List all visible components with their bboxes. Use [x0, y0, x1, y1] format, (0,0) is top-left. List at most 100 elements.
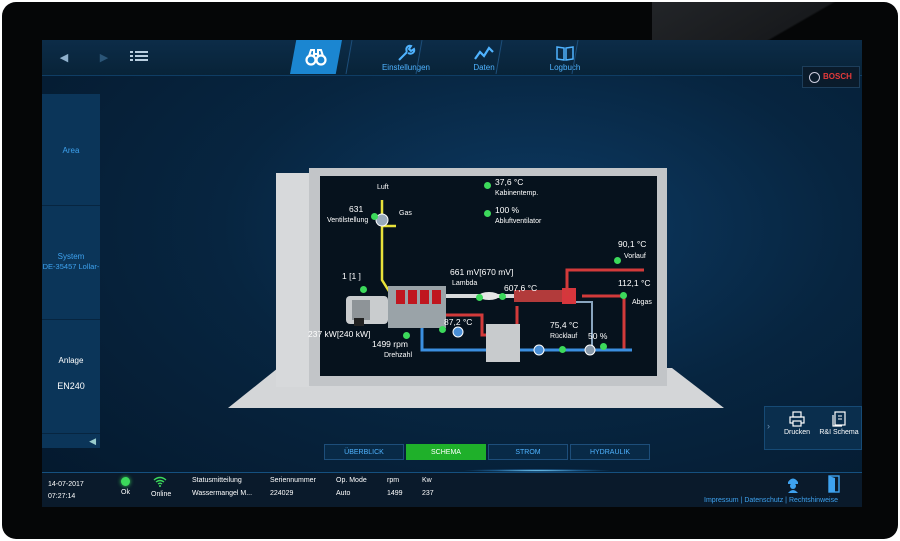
sidebar-item-system[interactable]: System DE-35457 Lollar- — [42, 206, 100, 320]
lambda-status-dot — [476, 294, 483, 301]
col-kw-header: Kw — [422, 477, 432, 484]
ventil-value: 631 — [349, 204, 364, 214]
lambda-label: Lambda — [452, 280, 478, 287]
print-label: Drucken — [783, 429, 811, 436]
wifi-icon — [153, 476, 167, 487]
back-arrow-icon[interactable]: ◀ — [59, 52, 69, 64]
brand-name: BOSCH — [823, 72, 852, 81]
left-sidebar: Area System DE-35457 Lollar- Anlage EN24… — [42, 94, 100, 448]
ruecklauf-status-dot — [559, 346, 566, 353]
status-message-value: Wassermangel M... — [192, 490, 253, 497]
exhaust-heat-exchanger — [514, 290, 574, 302]
wrench-icon — [398, 44, 416, 61]
binoculars-icon — [305, 49, 327, 66]
time-text: 07:27:14 — [48, 493, 76, 500]
col-serial-header: Seriennummer — [270, 477, 316, 484]
serial-value: 224029 — [270, 490, 294, 497]
date-text: 14-07-2017 — [48, 481, 84, 488]
tab-dividers — [345, 40, 579, 75]
top-bar: ◀ ▶ Einstellungen Daten Logbuch — [42, 40, 862, 76]
valve-status-dot — [600, 343, 607, 350]
tab-schema[interactable]: SCHEMA — [406, 444, 486, 460]
plant-drawing — [228, 168, 724, 408]
sidebar-collapse-button[interactable]: ◀ — [42, 434, 100, 448]
kw-status-value: 237 — [422, 490, 434, 497]
generator-status-dot — [360, 286, 367, 293]
tab-ueberblick[interactable]: ÜBERBLICK — [324, 444, 404, 460]
exhaust-temp-status-dot — [499, 293, 506, 300]
pump-2 — [533, 344, 545, 356]
brand-badge: BOSCH — [802, 66, 860, 88]
kabinentemp-label: Kabinentemp. — [495, 190, 539, 197]
rpm-status-value: 1499 — [387, 490, 403, 497]
sidebar-area-label: Area — [62, 146, 80, 155]
col-rpm-header: rpm — [387, 477, 400, 484]
rpm-value: 1499 rpm — [372, 339, 408, 349]
sidebar-system-title: System — [57, 252, 85, 261]
power-value: 237 kW[240 kW] — [308, 329, 371, 339]
printer-icon — [789, 411, 805, 427]
kabinentemp-status-dot — [484, 182, 491, 189]
menu-list-icon[interactable] — [130, 50, 148, 66]
ruecklauf-label: Rücklauf — [550, 333, 578, 340]
status-bar: 14-07-2017 07:27:14 Ok Online Statusmitt… — [42, 472, 862, 507]
tab-data-label: Daten — [473, 63, 495, 72]
luft-label: Luft — [377, 184, 389, 191]
abgas-label: Abgas — [632, 299, 652, 306]
vorlauf-value: 90,1 °C — [618, 239, 647, 249]
sidebar-item-area[interactable]: Area — [42, 94, 100, 206]
forward-arrow-icon[interactable]: ▶ — [99, 52, 109, 64]
tab-settings-label: Einstellungen — [381, 63, 431, 72]
col-mode-header: Op. Mode — [336, 477, 367, 484]
tab-settings[interactable]: Einstellungen — [374, 40, 438, 74]
ri-schema-label: R&I Schema — [819, 429, 859, 436]
sidebar-anlage-title: Anlage — [58, 356, 84, 365]
tab-overview[interactable] — [290, 40, 342, 74]
ok-indicator-icon — [121, 477, 130, 486]
plant-schema: Luft 631 Ventilstellung Gas 37,6 °C Kabi… — [42, 40, 862, 507]
chart-icon — [474, 46, 494, 60]
sidebar-system-value: DE-35457 Lollar- — [42, 262, 100, 271]
bosch-logo-icon — [809, 72, 820, 83]
status-glow — [462, 469, 612, 472]
tab-logbook-label: Logbuch — [549, 63, 581, 72]
sidebar-anlage-value: EN240 — [57, 381, 85, 391]
mixing-valve — [584, 344, 596, 356]
footer-links[interactable]: Impressum | Datenschutz | Rechtshinweise — [704, 497, 838, 504]
tab-data[interactable]: Daten — [454, 40, 514, 74]
mode-value: Auto — [336, 490, 351, 497]
panel-expand-icon[interactable]: › — [767, 421, 770, 431]
ventil-label: Ventilstellung — [327, 217, 369, 224]
book-icon — [556, 46, 574, 61]
plate-heat-exchanger — [486, 324, 520, 362]
sidebar-item-anlage[interactable]: Anlage EN240 — [42, 320, 100, 434]
abluft-label: Abluftventilator — [495, 218, 542, 225]
kabinentemp-value: 37,6 °C — [495, 177, 524, 187]
print-button[interactable]: Drucken — [779, 411, 815, 436]
tab-strom[interactable]: STROM — [488, 444, 568, 460]
tab-hydraulik[interactable]: HYDRAULIK — [570, 444, 650, 460]
logout-door-icon[interactable] — [828, 475, 840, 493]
col-status-header: Statusmitteilung — [192, 477, 242, 484]
ruecklauf-value: 75,4 °C — [550, 320, 579, 330]
abluft-status-dot — [484, 210, 491, 217]
exhaust-temp-value: 607,6 °C — [504, 283, 538, 293]
online-label: Online — [151, 491, 172, 498]
gas-valve — [375, 213, 389, 227]
tab-logbook[interactable]: Logbuch — [530, 40, 600, 74]
hmi-screen: ◀ ▶ Einstellungen Daten Logbuch — [42, 40, 862, 507]
power-status-dot — [403, 332, 410, 339]
document-icon — [832, 411, 846, 427]
service-technician-icon[interactable] — [786, 475, 800, 493]
catalyst — [479, 292, 499, 300]
rpm-label: Drehzahl — [384, 352, 413, 359]
generator-count-value: 1 [1 ] — [342, 271, 361, 281]
abluft-value: 100 % — [495, 205, 520, 215]
vorlauf-line — [565, 268, 644, 296]
ok-label: Ok — [121, 489, 130, 496]
ri-schema-button[interactable]: R&I Schema — [817, 411, 861, 436]
water-temp-value: 87,2 °C — [444, 317, 473, 327]
lambda-value: 661 mV[670 mV] — [450, 267, 514, 277]
valve-percent-value: 50 % — [588, 331, 608, 341]
